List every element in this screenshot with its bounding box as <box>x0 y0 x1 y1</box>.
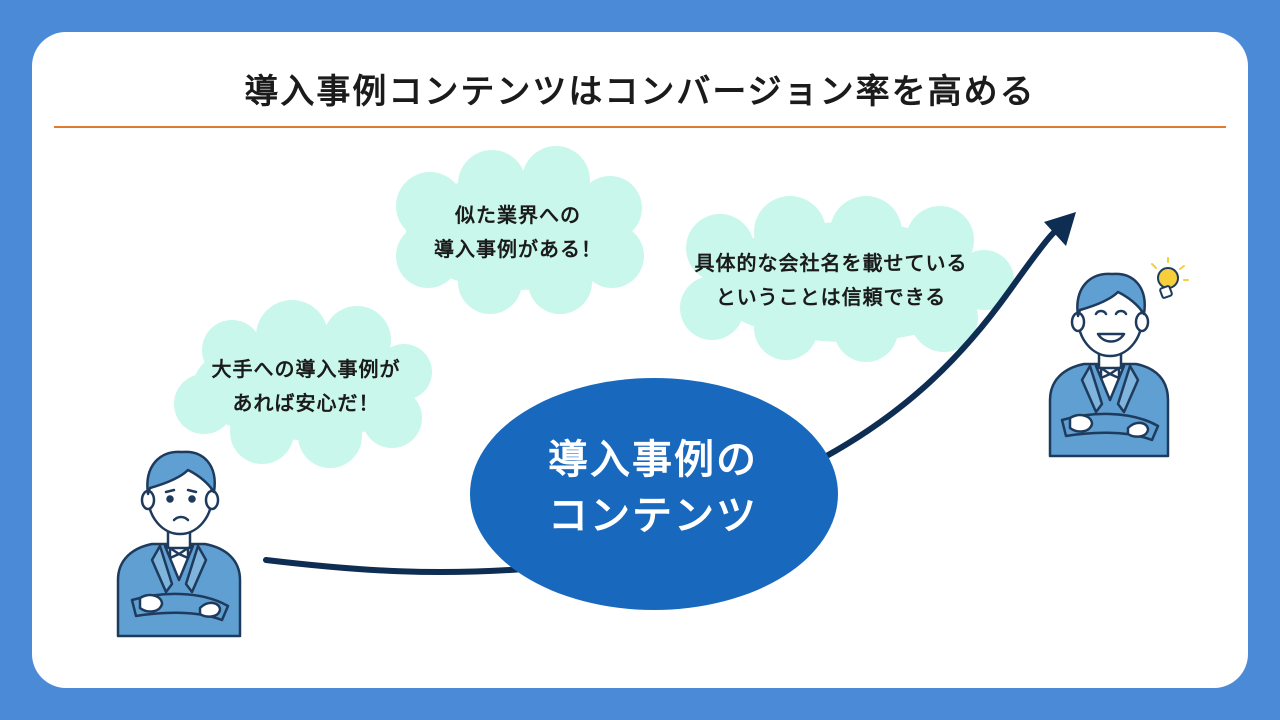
cloud-right <box>680 196 1014 362</box>
confident-person-icon <box>1048 272 1170 458</box>
cloud-top <box>396 146 644 314</box>
cloud-right-text: 具体的な会社名を載せている ということは信頼できる <box>656 246 1006 314</box>
title-divider <box>54 126 1226 128</box>
worried-person-icon <box>116 450 242 638</box>
center-label: 導入事例の コンテンツ <box>470 432 836 544</box>
cloud-left-line2: あれば安心だ！ <box>232 391 380 415</box>
lightbulb-icon <box>1151 257 1189 299</box>
page-title: 導入事例コンテンツはコンバージョン率を高める <box>244 72 1036 112</box>
cloud-left-text: 大手への導入事例が あれば安心だ！ <box>196 352 416 420</box>
cloud-top-line2: 導入事例がある！ <box>434 237 602 261</box>
cloud-left <box>174 300 432 468</box>
cloud-top-line1: 似た業界への <box>455 203 581 227</box>
cloud-top-text: 似た業界への 導入事例がある！ <box>410 198 626 266</box>
center-label-line2: コンテンツ <box>548 493 758 539</box>
cloud-right-line2: ということは信頼できる <box>715 285 947 309</box>
center-label-line1: 導入事例の <box>548 437 758 483</box>
cloud-left-line1: 大手への導入事例が <box>211 357 401 381</box>
cloud-right-line1: 具体的な会社名を載せている <box>694 251 968 275</box>
center-ellipse <box>470 378 838 610</box>
